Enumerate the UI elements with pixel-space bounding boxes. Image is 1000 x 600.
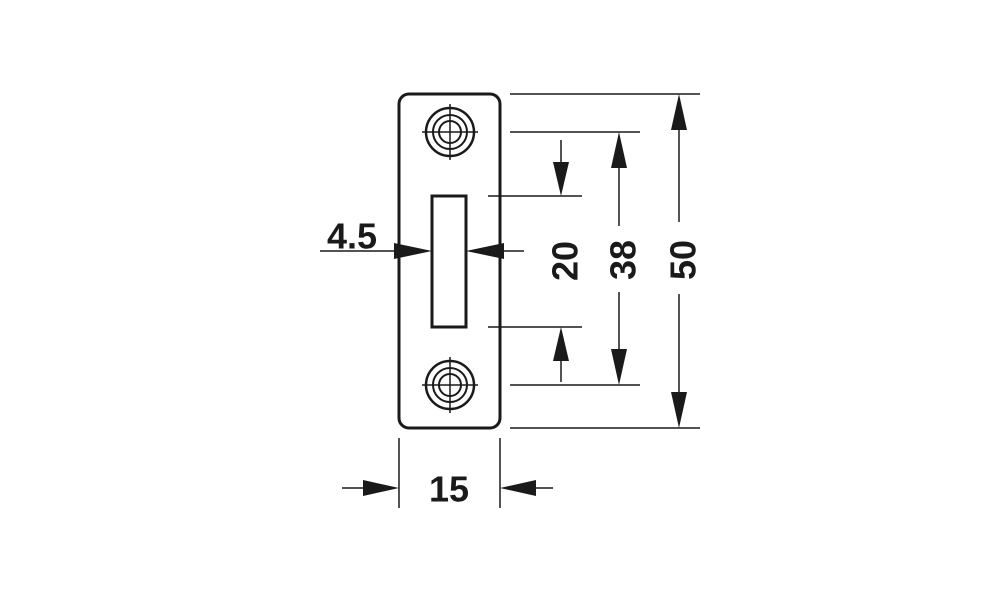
- dimension-20-label: 20: [545, 241, 586, 281]
- dimension-15-label: 15: [429, 469, 469, 510]
- top-screw-hole: [422, 104, 478, 160]
- extension-lines: [398, 93, 700, 508]
- dimension-38: [611, 132, 627, 385]
- dimension-15: [342, 480, 553, 496]
- dimension-4-5: [320, 243, 524, 259]
- dimension-50-label: 50: [663, 240, 704, 280]
- plate-outline: [397, 92, 502, 430]
- slot-outline: [430, 194, 468, 329]
- dimension-38-label: 38: [603, 240, 644, 280]
- dimension-50: [671, 94, 687, 428]
- dimension-20: [553, 140, 569, 382]
- dimension-4-5-label: 4.5: [327, 216, 377, 257]
- bottom-screw-hole: [422, 357, 478, 413]
